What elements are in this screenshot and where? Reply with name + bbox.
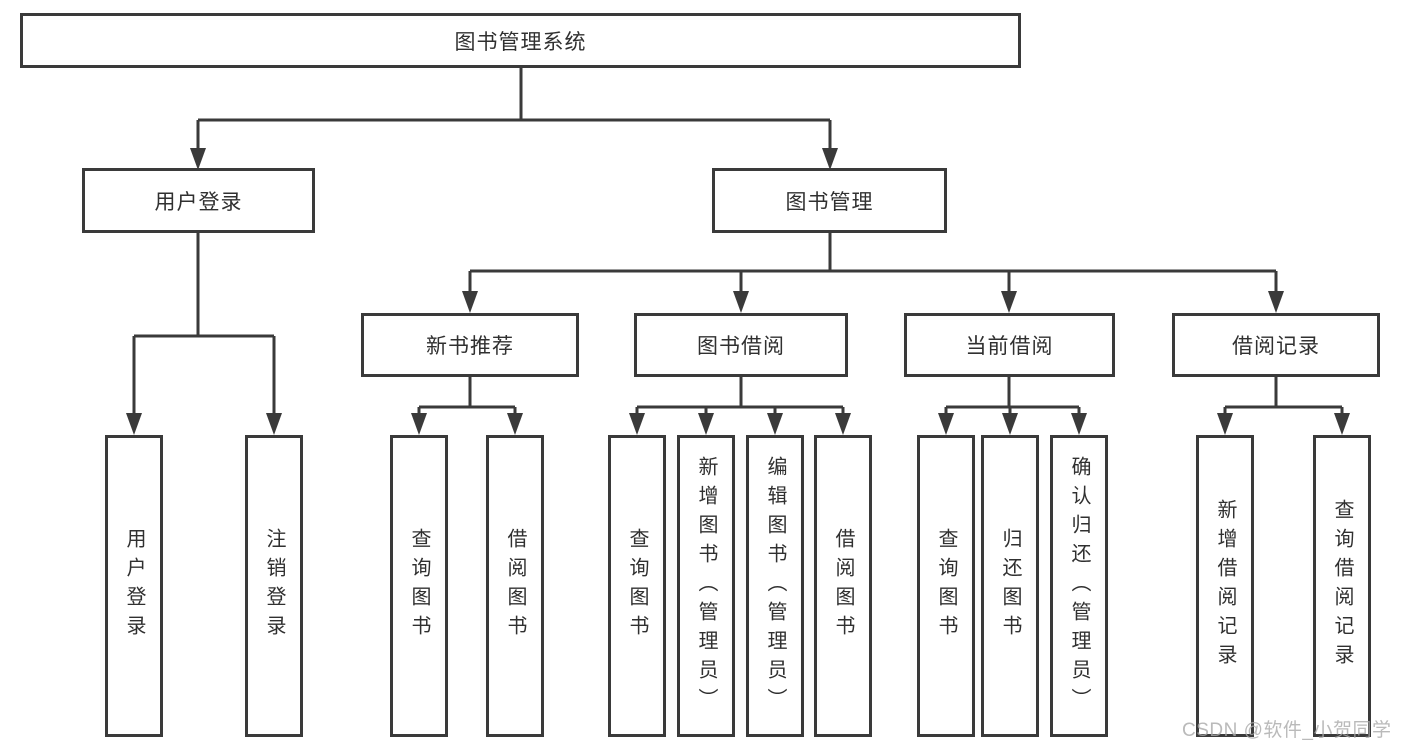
leaf-logout-login-label: 注销登录 [263,528,285,644]
node-book-management: 图书管理 [712,168,947,233]
leaf-edit-book-admin: 编辑图书（管理员） [746,435,804,737]
leaf-query-books-recommend: 查询图书 [390,435,448,737]
node-library-system-label: 图书管理系统 [454,30,587,54]
leaf-confirm-return-admin: 确认归还（管理员） [1050,435,1108,737]
leaf-edit-book-admin-label: 编辑图书（管理员） [764,455,786,717]
leaf-borrow-books-borrowing: 借阅图书 [814,435,872,737]
leaf-query-books-borrowing: 查询图书 [608,435,666,737]
leaf-query-borrow-record-label: 查询借阅记录 [1331,499,1353,673]
node-user-login-label: 用户登录 [154,190,243,214]
leaf-return-books-label: 归还图书 [999,528,1021,644]
leaf-add-book-admin-label: 新增图书（管理员） [695,455,717,717]
leaf-user-login-label: 用户登录 [123,528,145,644]
node-borrowing-records: 借阅记录 [1172,313,1380,377]
leaf-user-login: 用户登录 [105,435,163,737]
node-book-borrowing-label: 图书借阅 [697,335,785,358]
node-borrowing-records-label: 借阅记录 [1232,335,1320,358]
leaf-query-books-current: 查询图书 [917,435,975,737]
leaf-query-books-current-label: 查询图书 [935,528,957,644]
leaf-add-borrow-record-label: 新增借阅记录 [1214,499,1236,673]
node-new-book-recommend-label: 新书推荐 [426,335,514,358]
leaf-add-borrow-record: 新增借阅记录 [1196,435,1254,737]
node-library-system: 图书管理系统 [20,13,1021,68]
leaf-logout-login: 注销登录 [245,435,303,737]
node-current-borrowing-label: 当前借阅 [965,335,1054,358]
leaf-query-books-borrowing-label: 查询图书 [626,528,648,644]
node-book-borrowing: 图书借阅 [634,313,848,377]
node-current-borrowing: 当前借阅 [904,313,1115,377]
leaf-add-book-admin: 新增图书（管理员） [677,435,735,737]
leaf-borrow-books-recommend-label: 借阅图书 [504,528,526,644]
node-book-management-label: 图书管理 [785,190,874,214]
leaf-borrow-books-borrowing-label: 借阅图书 [832,528,854,644]
node-user-login: 用户登录 [82,168,315,233]
csdn-watermark: CSDN @软件_小贺同学 [1182,720,1392,741]
leaf-return-books: 归还图书 [981,435,1039,737]
leaf-borrow-books-recommend: 借阅图书 [486,435,544,737]
leaf-confirm-return-admin-label: 确认归还（管理员） [1068,455,1090,717]
leaf-query-books-recommend-label: 查询图书 [408,528,430,644]
node-new-book-recommend: 新书推荐 [361,313,579,377]
leaf-query-borrow-record: 查询借阅记录 [1313,435,1371,737]
